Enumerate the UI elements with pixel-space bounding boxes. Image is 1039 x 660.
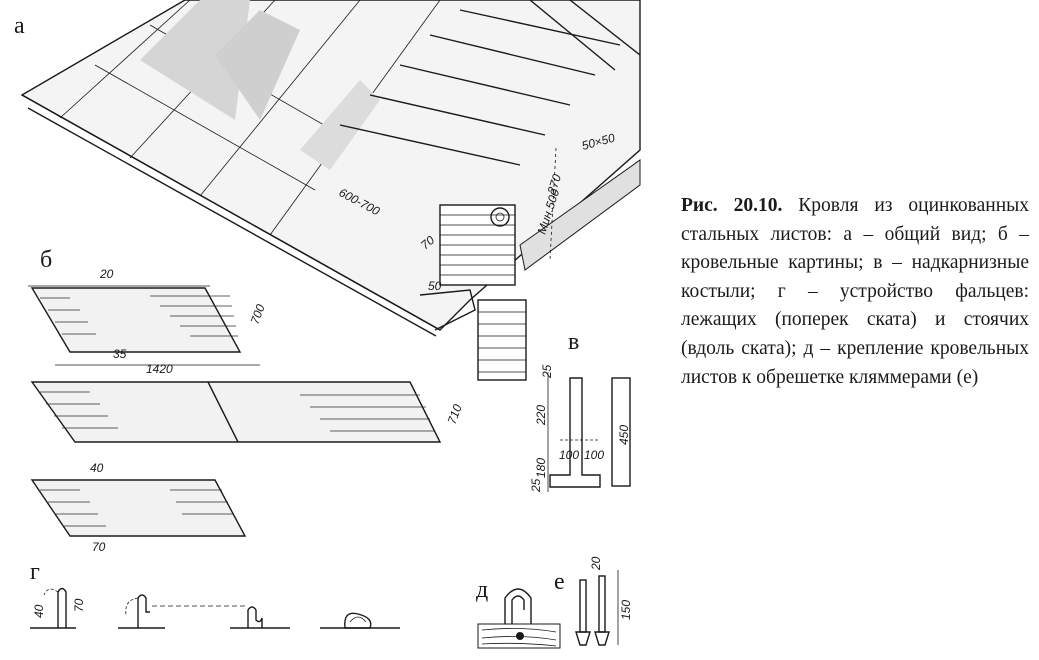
label-view-v: в — [568, 329, 580, 355]
panel-2: 710 — [30, 381, 465, 443]
dim-b3-40: 40 — [90, 461, 104, 475]
dim-v-100-left: 100 — [559, 448, 579, 462]
view-e-clips: 20 150 — [575, 556, 633, 646]
label-view-a: а — [14, 13, 25, 39]
clip-1 — [579, 579, 587, 633]
insulation-layer — [519, 159, 641, 271]
view-g-seams: 40 70 — [30, 587, 400, 629]
panel-3: 40 70 — [30, 461, 247, 554]
dim-b1-35: 35 — [113, 347, 127, 361]
view-v-hooks: 25 220 450 100 100 180 25 — [529, 364, 631, 493]
view-b-panels: 20 700 35 1420 710 — [28, 267, 465, 554]
panel-1: 20 700 35 1420 — [28, 267, 268, 376]
dim-v-450: 450 — [617, 425, 631, 445]
dim-b1-700: 700 — [248, 302, 268, 326]
dim-v-25-top: 25 — [540, 364, 554, 379]
label-view-b: б — [40, 247, 53, 273]
dim-50: 50 — [428, 279, 442, 293]
dim-v-220: 220 — [534, 405, 548, 426]
clip-2 — [598, 575, 606, 633]
dim-e-20: 20 — [589, 556, 603, 571]
dim-g-40: 40 — [32, 604, 46, 618]
figure-caption: Рис. 20.10. Кровля из оцинкованных сталь… — [681, 192, 1029, 392]
dim-v-100-right: 100 — [584, 448, 604, 462]
dim-v-180: 180 — [534, 458, 548, 478]
dim-b3-70: 70 — [92, 540, 106, 554]
caption-label: Рис. 20.10. — [681, 195, 783, 216]
eave-hook-flat — [611, 377, 631, 487]
view-d-clip — [477, 588, 561, 649]
dim-g-70: 70 — [72, 598, 86, 612]
label-view-e: е — [554, 569, 565, 595]
view-a-roof: 50×50 270 Мин.500 600-700 50 70 — [20, 0, 641, 381]
eave-hook-profile — [549, 377, 601, 488]
dim-v-25-bottom: 25 — [529, 478, 543, 493]
dim-b1-1420: 1420 — [146, 362, 173, 376]
masonry-wall — [439, 204, 527, 381]
dim-b2-710: 710 — [445, 402, 465, 426]
dim-e-150: 150 — [619, 600, 633, 620]
battens — [339, 0, 641, 166]
label-view-g: г — [30, 559, 40, 585]
label-view-d: д — [476, 577, 489, 603]
clip-profile — [504, 588, 532, 624]
caption-text: Кровля из оцинкованных стальных листов: … — [681, 195, 1029, 388]
dim-b1-20: 20 — [99, 267, 114, 281]
